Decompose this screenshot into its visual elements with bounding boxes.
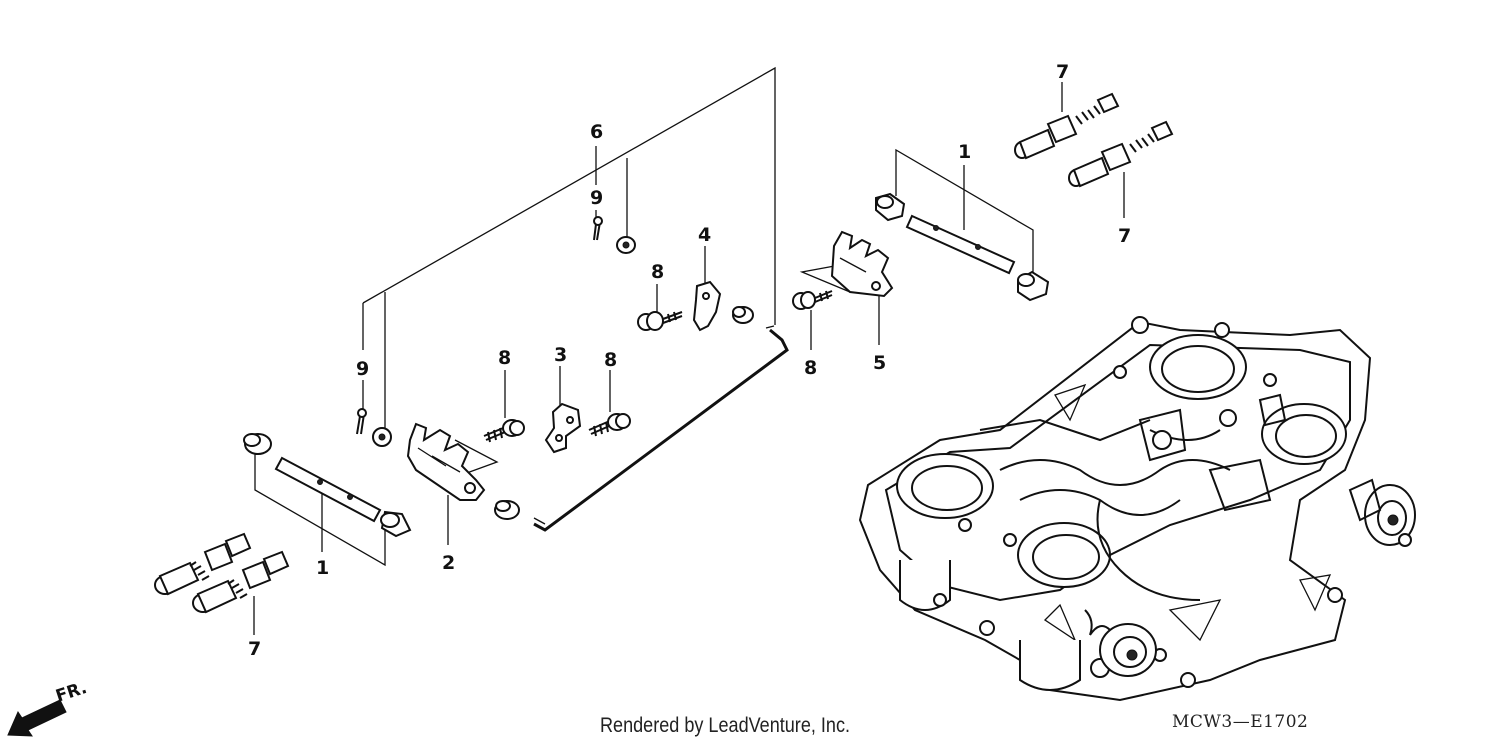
render-credit: Rendered by LeadVenture, Inc. bbox=[600, 714, 851, 737]
throttle-shaft-left bbox=[243, 433, 412, 538]
throttle-bore-rear-1 bbox=[1149, 334, 1247, 400]
bushing-left-b bbox=[380, 510, 412, 538]
callout-2: 2 bbox=[442, 552, 455, 574]
idle-screw-right-upper bbox=[1014, 92, 1120, 160]
assembly-bolts bbox=[933, 316, 1343, 688]
idle-screw-right-lower bbox=[1068, 120, 1174, 188]
callout-6: 6 bbox=[590, 121, 603, 143]
leader-lines bbox=[253, 66, 1125, 635]
washer-part-6-top bbox=[616, 236, 636, 254]
callout-8-c: 8 bbox=[604, 349, 617, 371]
link-plate-part-2 bbox=[406, 422, 486, 501]
callout-1-left: 1 bbox=[316, 557, 329, 579]
callout-1-right: 1 bbox=[958, 141, 971, 163]
throttle-bore-rear-2 bbox=[1261, 403, 1347, 465]
collar-part-4 bbox=[732, 306, 754, 324]
bushing-right-b bbox=[1017, 270, 1050, 302]
callout-9-top: 9 bbox=[590, 187, 603, 209]
callout-3: 3 bbox=[554, 344, 567, 366]
screw-part-8-a bbox=[483, 419, 525, 443]
throttle-bore-front-1 bbox=[896, 453, 994, 519]
front-direction-indicator: FR. bbox=[7, 678, 89, 737]
throttle-bore-front-2 bbox=[1017, 522, 1111, 588]
washer-part-6-left bbox=[372, 427, 392, 447]
callout-8-b: 8 bbox=[498, 347, 511, 369]
cotter-pin-part-9-left bbox=[356, 408, 367, 435]
screw-part-8-c bbox=[637, 311, 683, 331]
callout-7-top: 7 bbox=[1056, 61, 1069, 83]
throttle-position-sensor bbox=[1348, 478, 1416, 547]
throttle-shaft-right bbox=[875, 192, 1050, 302]
throttle-drum bbox=[1084, 609, 1157, 677]
callout-7-left: 7 bbox=[248, 638, 261, 660]
front-arrow-icon bbox=[7, 699, 67, 737]
bushing-right-a bbox=[875, 192, 906, 222]
idle-screw-left-lower bbox=[192, 550, 290, 614]
screw-part-8-b bbox=[588, 413, 631, 437]
link-plate-part-5 bbox=[830, 230, 894, 298]
collar-part-2 bbox=[494, 500, 520, 520]
cotter-pin-part-9-top bbox=[593, 216, 603, 241]
callout-8-a: 8 bbox=[651, 261, 664, 283]
callout-9-left: 9 bbox=[356, 358, 369, 380]
idle-screw-left-upper bbox=[154, 532, 252, 596]
diagram-code: MCW3—E1702 bbox=[1172, 712, 1309, 732]
callout-7-right: 7 bbox=[1118, 225, 1131, 247]
front-label: FR. bbox=[53, 678, 89, 707]
callout-labels: 1 1 2 3 4 5 6 7 7 7 8 8 8 8 9 9 bbox=[248, 61, 1131, 660]
screw-part-8-d bbox=[792, 290, 833, 310]
callout-8-d: 8 bbox=[804, 357, 817, 379]
bushing-left-a bbox=[243, 433, 272, 455]
link-rod bbox=[533, 325, 789, 532]
clip-part-4 bbox=[692, 280, 722, 332]
callout-4: 4 bbox=[698, 224, 711, 246]
throttle-body-assembly bbox=[858, 316, 1416, 702]
clip-part-3 bbox=[544, 402, 582, 454]
callout-5: 5 bbox=[873, 352, 886, 374]
